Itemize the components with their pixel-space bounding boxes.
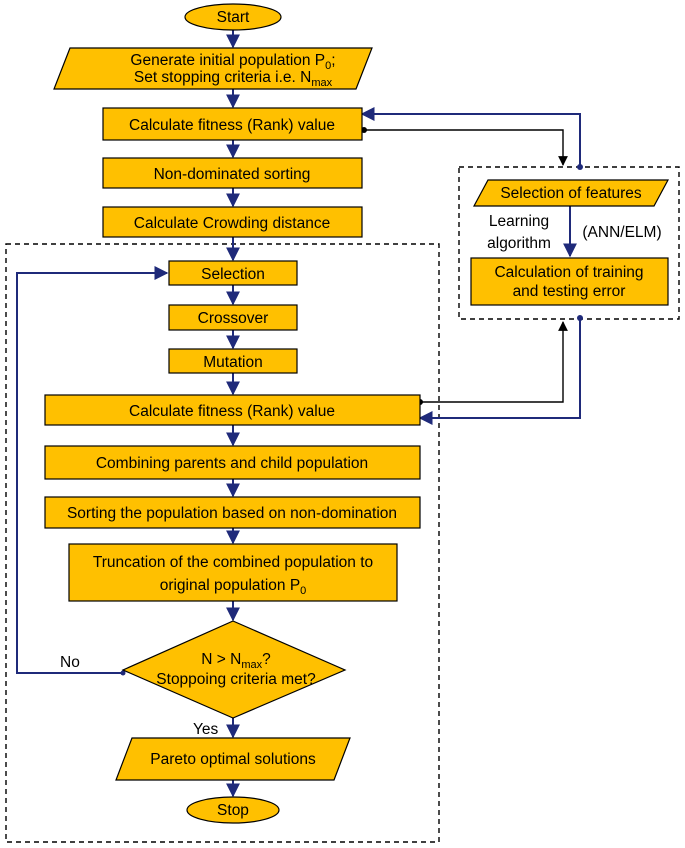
selection-node: Selection [168,260,298,286]
feature-eval-group [458,166,680,320]
calc-fitness-loop-node: Calculate fitness (Rank) value [44,394,421,426]
start-label: Start [217,9,250,26]
mutation-label: Mutation [203,354,262,371]
decision-line2: Stoppoing criteria met? [156,671,316,688]
no-loop-dot [120,670,126,676]
ann-elm-label: (ANN/ELM) [582,224,661,241]
selection-features-label: Selection of features [500,185,642,202]
crowding-distance-node: Calculate Crowding distance [102,206,363,238]
learning-label-line1: Learning [489,213,549,230]
truncation-node: Truncation of the combined population to… [68,543,398,602]
yes-edge-label: Yes [193,721,219,738]
calc-error-line2: and testing error [513,283,626,300]
calc-fitness-top-label: Calculate fitness (Rank) value [129,117,335,134]
selection-label: Selection [201,266,265,283]
mutation-node: Mutation [168,348,298,374]
non-dominated-label: Non-dominated sorting [154,166,311,183]
stop-label: Stop [217,802,249,819]
truncation-line2: original population P0 [160,577,307,597]
crossover-node: Crossover [168,304,298,331]
non-dominated-sorting-node: Non-dominated sorting [102,157,363,189]
loop-fitness-to-features-edge [420,321,568,403]
combining-node: Combining parents and child population [44,445,421,480]
truncation-line1: Truncation of the combined population to [93,554,373,571]
start-node: Start [184,3,282,31]
crowding-label: Calculate Crowding distance [134,215,330,232]
no-loop-edge [16,266,169,674]
sorting-label: Sorting the population based on non-domi… [67,505,397,522]
calc-error-node: Calculation of training and testing erro… [470,257,669,306]
stop-node: Stop [186,796,280,824]
decision-line1: N > Nmax? [201,651,271,671]
generate-population-node: Generate initial population P0; Set stop… [53,47,373,90]
top-fitness-to-features-edge [364,129,568,166]
ga-loop-group [5,243,440,843]
stopping-decision-node: N > Nmax? Stoppoing criteria met? [121,620,347,719]
calc-fitness-loop-label: Calculate fitness (Rank) value [129,403,335,420]
features-to-loop-fitness-edge [418,318,581,425]
generate-line2: Set stopping criteria i.e. Nmax [134,69,333,89]
pareto-node: Pareto optimal solutions [115,737,351,781]
generate-line1: Generate initial population P0; [130,52,335,72]
combining-label: Combining parents and child population [96,455,368,472]
calc-error-line1: Calculation of training [494,264,643,281]
calc-fitness-top-node: Calculate fitness (Rank) value [102,107,363,141]
features-to-top-fitness-edge [360,107,581,167]
pareto-label: Pareto optimal solutions [150,751,316,768]
sorting-node: Sorting the population based on non-domi… [44,496,421,529]
crossover-label: Crossover [198,310,269,327]
learning-label-line2: algorithm [487,235,551,252]
selection-of-features-node: Selection of features [472,179,670,207]
no-edge-label: No [60,654,80,671]
